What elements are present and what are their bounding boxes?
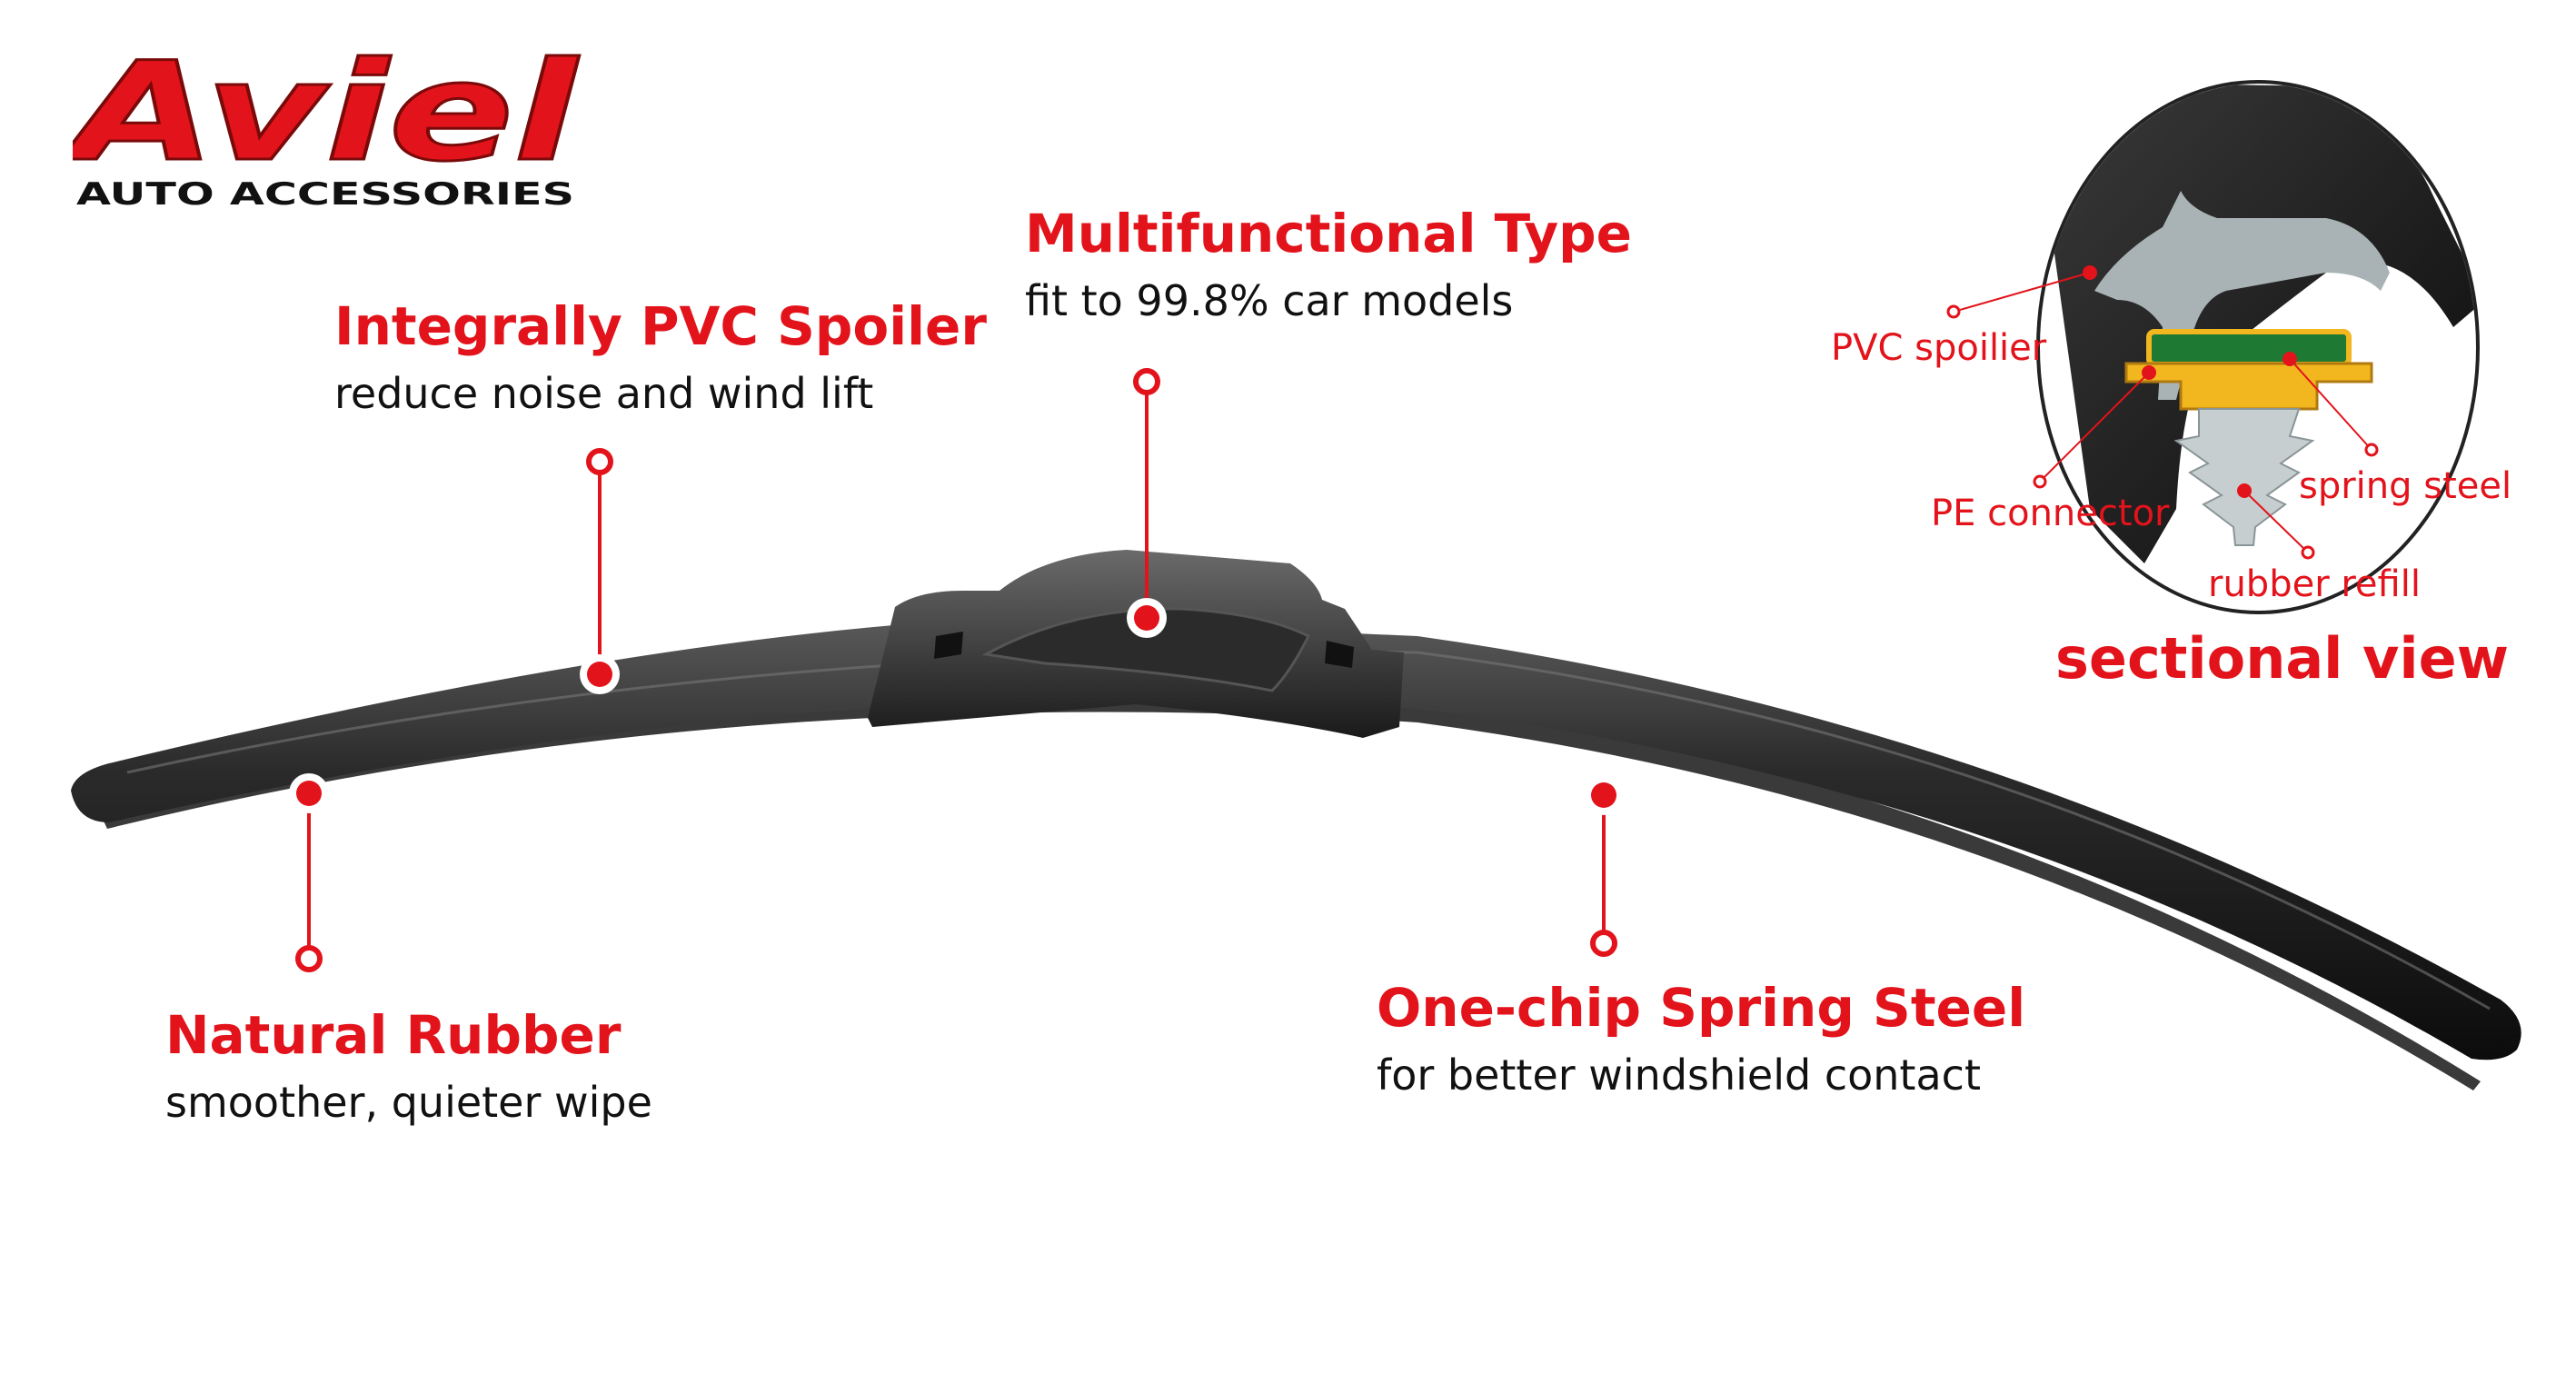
callout-steel: One-chip Spring Steel for better windshi… [1377, 981, 2025, 1096]
callout-markers [289, 368, 1624, 972]
multi-leader [1127, 368, 1167, 638]
brand-logo-wordmark: Aviel [73, 50, 580, 192]
section-dot-rings [1946, 304, 2379, 560]
steel-leader [1584, 775, 1624, 957]
callout-spoiler-desc: reduce noise and wind lift [334, 369, 874, 418]
section-label-rubber: rubber refill [2208, 563, 2421, 605]
section-label-pe: PE connector [1931, 493, 2170, 534]
callout-steel-desc: for better windshield contact [1377, 1050, 1981, 1100]
callout-multi-title: Multifunctional Type [1025, 203, 1632, 264]
callout-rubber-title: Natural Rubber [165, 1004, 622, 1066]
section-label-pvc: PVC spoilier [1831, 327, 2047, 369]
section-spoiler [2044, 84, 2476, 563]
blade-body [71, 618, 2521, 1060]
callout-spoiler: Integrally PVC Spoiler reduce noise and … [334, 300, 987, 414]
section-spring-steel [2124, 362, 2373, 411]
section-connector [2146, 329, 2352, 367]
blade-adapter [868, 550, 1404, 738]
sectional-view-title: sectional view [2055, 625, 2509, 692]
callout-steel-title: One-chip Spring Steel [1377, 977, 2026, 1039]
sectional-view-diagram [1946, 80, 2480, 614]
spoiler-leader [580, 448, 620, 694]
wiper-blade [71, 550, 2521, 1090]
callout-rubber: Natural Rubber smoother, quieter wipe [165, 1009, 652, 1123]
brand-logo: Aviel AUTO ACCESSORIES [73, 50, 582, 213]
callout-multi-desc: fit to 99.8% car models [1025, 276, 1514, 325]
callout-rubber-desc: smoother, quieter wipe [165, 1078, 652, 1127]
section-leaders [1953, 272, 2372, 553]
section-rubber [2173, 408, 2315, 546]
section-dots [2083, 265, 2297, 498]
callout-multi: Multifunctional Type fit to 99.8% car mo… [1025, 207, 1632, 322]
callout-spoiler-title: Integrally PVC Spoiler [334, 295, 987, 357]
section-label-spring: spring steel [2299, 465, 2512, 507]
brand-tagline: AUTO ACCESSORIES [76, 176, 574, 213]
rubber-leader [289, 773, 329, 972]
